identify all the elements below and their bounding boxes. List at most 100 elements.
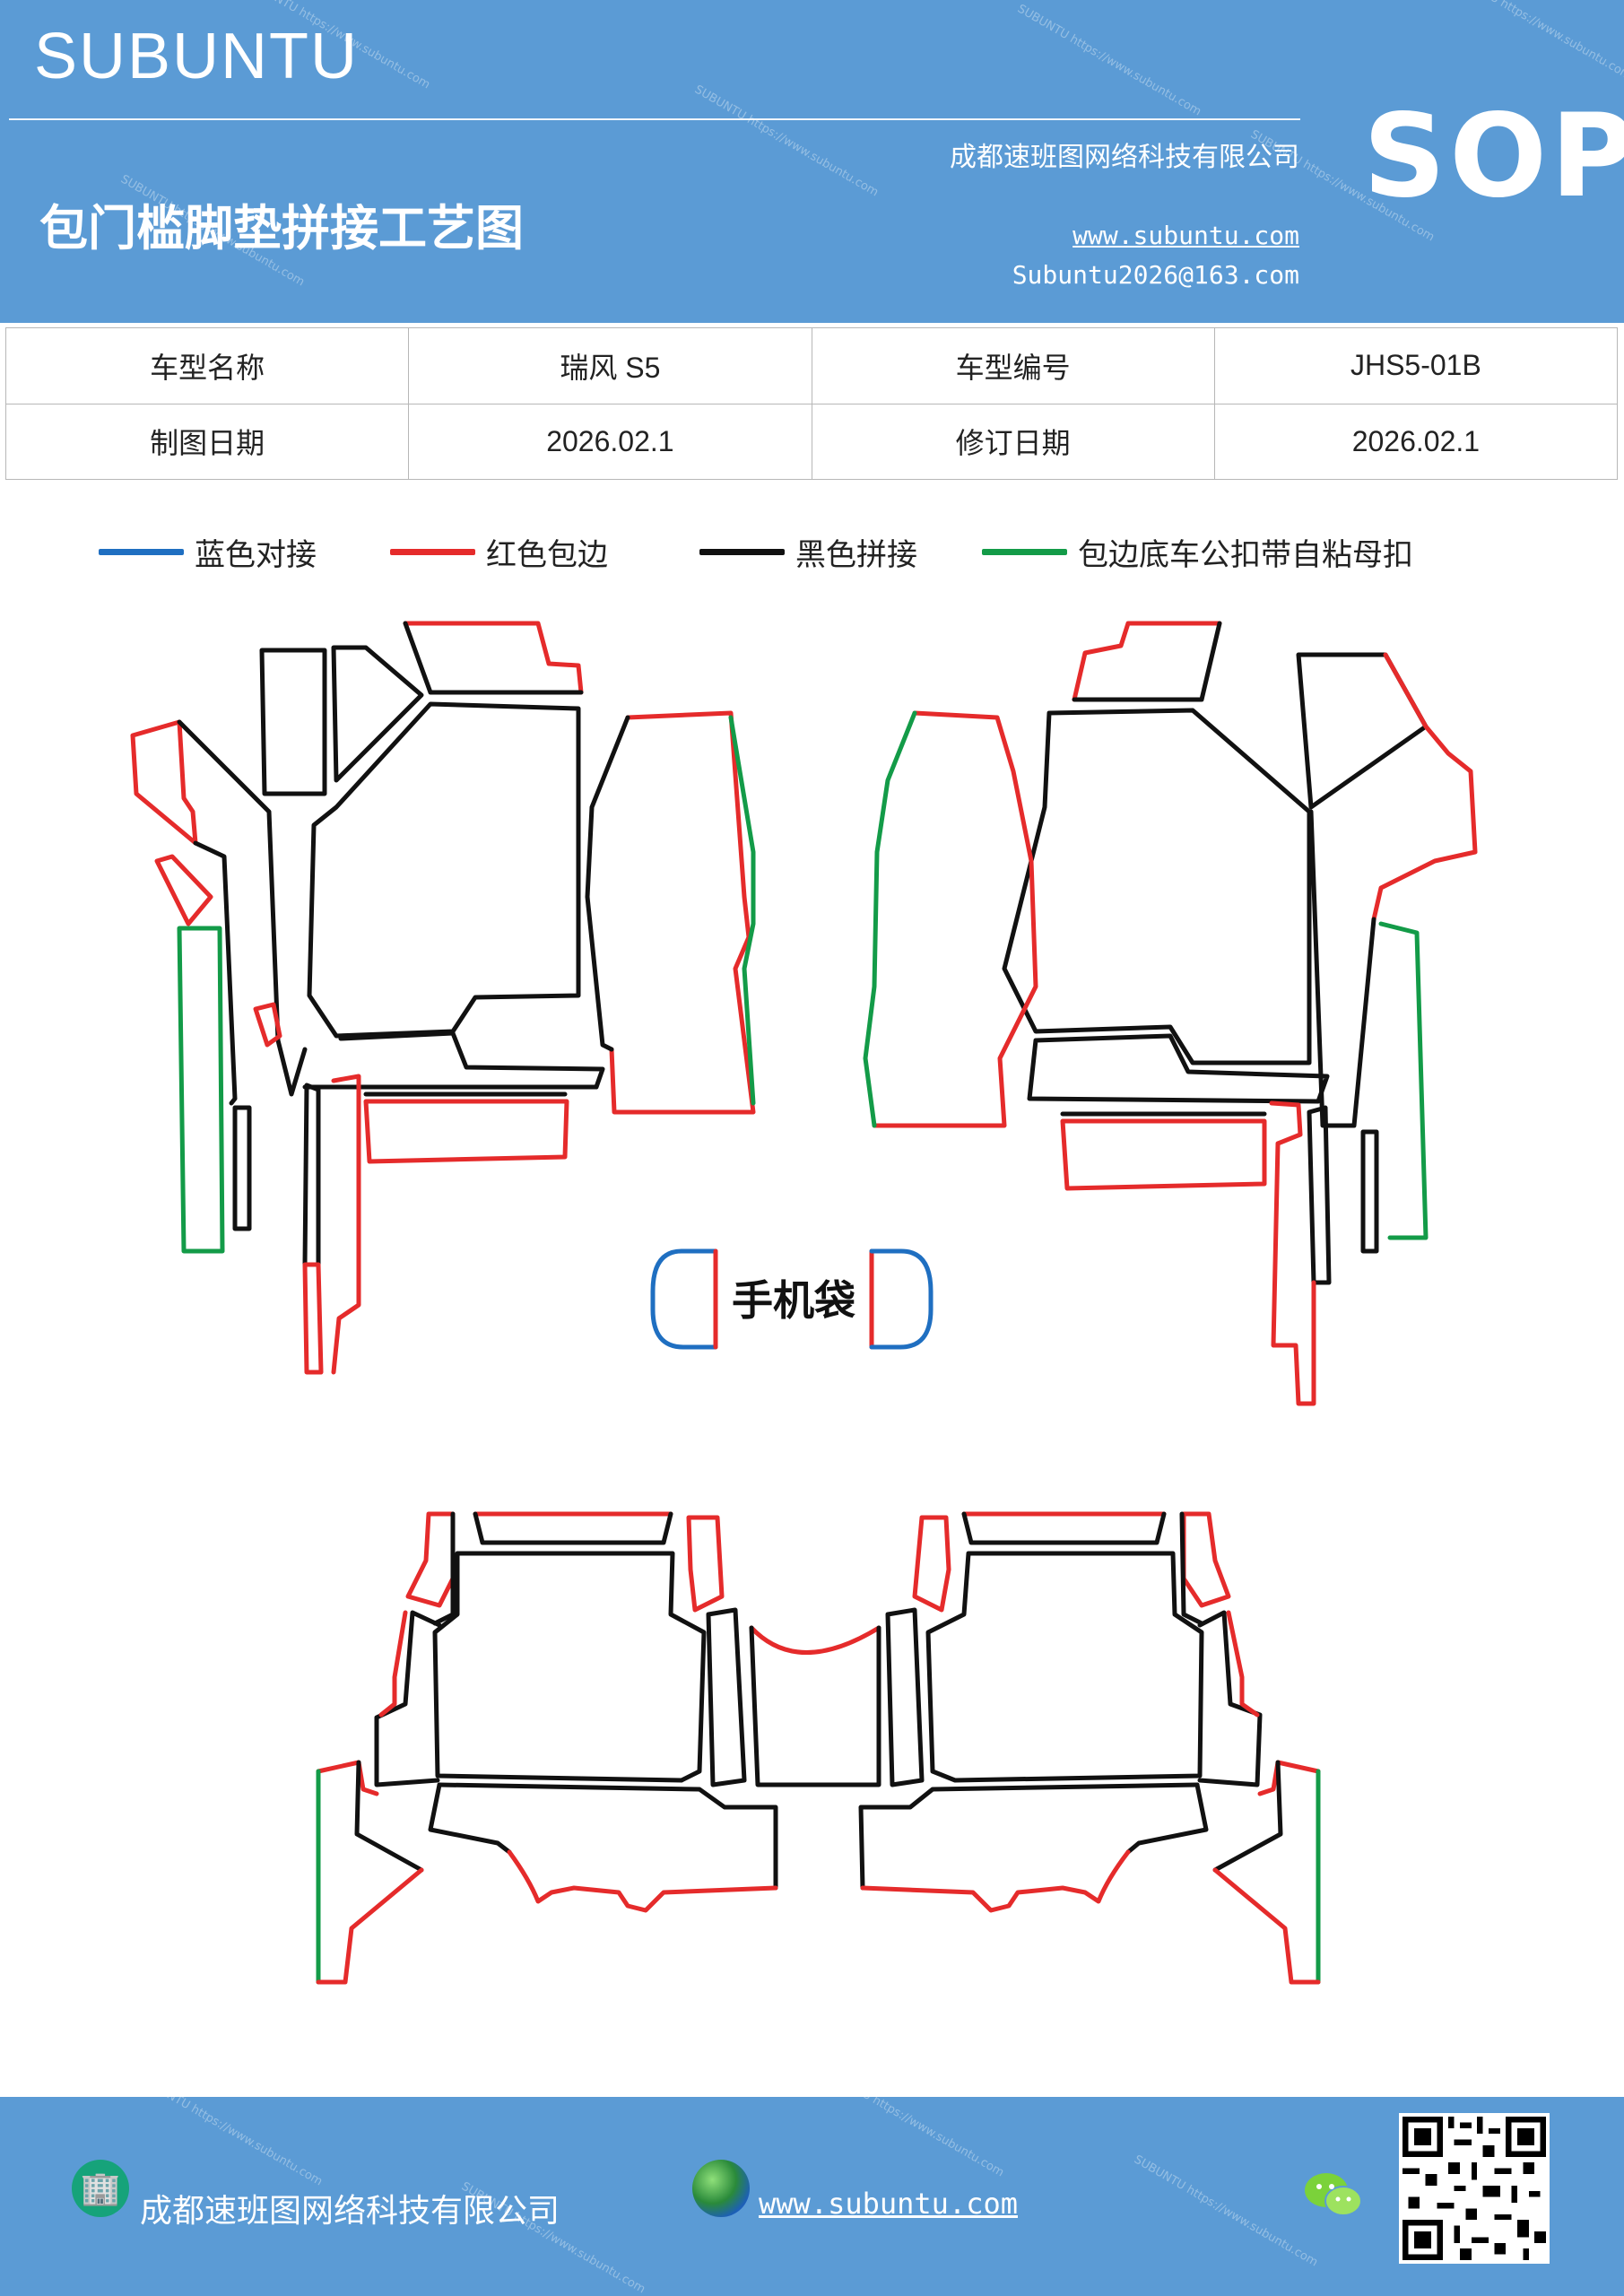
mat-piece (609, 710, 756, 1115)
globe-icon (692, 2160, 750, 2217)
front-left-mat-group (130, 621, 756, 1375)
mat-piece (1378, 921, 1429, 1240)
drawing-date-value: 2026.02.1 (408, 403, 812, 480)
mat-piece (1125, 1782, 1209, 1855)
legend-swatch (390, 548, 475, 555)
mat-piece (1179, 1511, 1204, 1626)
mat-piece (432, 1511, 456, 1626)
mat-piece (432, 1551, 707, 1783)
mat-piece (1226, 1610, 1260, 1718)
mat-piece (259, 648, 327, 796)
mat-piece (363, 1099, 569, 1164)
footer-banner: SUBUNTU https://www.subuntu.com SUBUNTU … (0, 2097, 1624, 2296)
revision-date-label: 修订日期 (811, 403, 1215, 480)
mat-piece (437, 1782, 778, 1891)
mat-piece (154, 854, 213, 926)
legend-swatch (99, 548, 184, 555)
header-divider (9, 118, 1300, 120)
mat-piece (193, 840, 238, 1106)
mat-piece (316, 1760, 379, 1796)
pocket-left-blue (650, 1248, 718, 1350)
mat-piece (872, 710, 1038, 1128)
revision-date-value: 2026.02.1 (1213, 403, 1619, 480)
table-row: 制图日期 2026.02.1 修订日期 2026.02.1 (4, 403, 1619, 480)
mat-piece (316, 1867, 424, 1985)
pocket-right-blue (869, 1248, 934, 1350)
mat-piece (302, 1074, 361, 1375)
mat-piece (1072, 621, 1222, 702)
mat-piece (1181, 1511, 1231, 1608)
mat-piece (307, 701, 581, 1039)
mat-piece (1197, 1610, 1263, 1787)
mat-piece (1269, 1100, 1316, 1406)
mat-piece (403, 621, 584, 695)
header-company-name: 成都速班图网络科技有限公司 (950, 142, 1299, 173)
header-website-link[interactable]: www.subuntu.com (1073, 221, 1299, 250)
legend-item-red: 红色包边 (390, 529, 608, 574)
legend-swatch (982, 548, 1067, 555)
mat-piece (858, 1782, 1200, 1891)
mat-piece (749, 1625, 881, 1787)
phone-pocket-label: 手机袋 (732, 1276, 855, 1325)
mat-piece (1308, 809, 1376, 1128)
header-email[interactable]: Subuntu2026@163.com (1012, 260, 1299, 290)
qr-code[interactable] (1399, 2113, 1550, 2264)
legend-label: 黑色拼接 (795, 536, 917, 573)
mat-piece (302, 1083, 321, 1267)
mat-piece (374, 1610, 442, 1787)
brand-logo-text: SUBUNTU (34, 21, 360, 92)
mat-piece (331, 645, 424, 783)
legend-swatch (699, 548, 785, 555)
mat-piece (1060, 1118, 1267, 1191)
mat-piece (1212, 1760, 1283, 1873)
legend-label: 红色包边 (486, 536, 608, 573)
mat-piece (961, 1511, 1167, 1545)
mat-piece (403, 621, 584, 695)
mat-piece (1360, 1129, 1379, 1254)
page-title: 包门槛脚垫拼接工艺图 (39, 200, 524, 257)
legend-item-green: 包边底车公扣带自粘母扣 (982, 529, 1413, 574)
mat-piece (885, 1607, 925, 1787)
mat-piece (860, 1849, 1131, 1913)
mat-piece (706, 1607, 747, 1787)
header-banner: SUBUNTU https://www.subuntu.com SUBUNTU … (0, 0, 1624, 323)
model-name-value: 瑞风 S5 (408, 327, 812, 404)
mat-piece (473, 1511, 673, 1545)
phone-pocket-group: 手机袋 (650, 1248, 934, 1350)
rear-mat-group (316, 1511, 1321, 1985)
mat-piece (130, 719, 198, 846)
mat-piece (1027, 1033, 1330, 1104)
model-code-label: 车型编号 (811, 327, 1215, 404)
footer-company-name: 成都速班图网络科技有限公司 (140, 2193, 560, 2230)
table-row: 车型名称 瑞风 S5 车型编号 JHS5-01B (4, 327, 1619, 404)
mat-piece (302, 1031, 605, 1090)
model-code-value: JHS5-01B (1213, 327, 1619, 404)
drawing-date-label: 制图日期 (4, 403, 410, 480)
legend-label: 蓝色对接 (195, 536, 317, 573)
mat-piece (378, 1610, 408, 1718)
mat-piece (253, 1002, 282, 1048)
mat-piece (428, 1782, 512, 1855)
model-name-label: 车型名称 (4, 327, 410, 404)
mat-piece (507, 1849, 778, 1913)
vehicle-info-table: 车型名称 瑞风 S5 车型编号 JHS5-01B 制图日期 2026.02.1 … (4, 327, 1619, 480)
legend-label: 包边底车公扣带自粘母扣 (1078, 536, 1413, 573)
mat-piece (585, 715, 630, 1052)
building-icon: 🏢 (72, 2160, 129, 2217)
wechat-icon[interactable] (1302, 2169, 1365, 2222)
mat-piece (1307, 1105, 1332, 1285)
mat-piece (177, 926, 225, 1254)
mat-piece (1296, 652, 1429, 810)
mat-piece (232, 1105, 252, 1231)
mat-piece (1002, 708, 1312, 1065)
legend-item-blue: 蓝色对接 (99, 529, 317, 574)
mat-piece (177, 719, 308, 1097)
mat-piece (405, 1511, 456, 1608)
mat-piece (1212, 1867, 1321, 1985)
mat-piece (1072, 621, 1222, 702)
mat-piece (728, 715, 756, 1106)
footer-website-link[interactable]: www.subuntu.com (759, 2187, 1018, 2221)
legend-item-black: 黑色拼接 (699, 529, 917, 574)
mat-piece (1371, 652, 1478, 922)
